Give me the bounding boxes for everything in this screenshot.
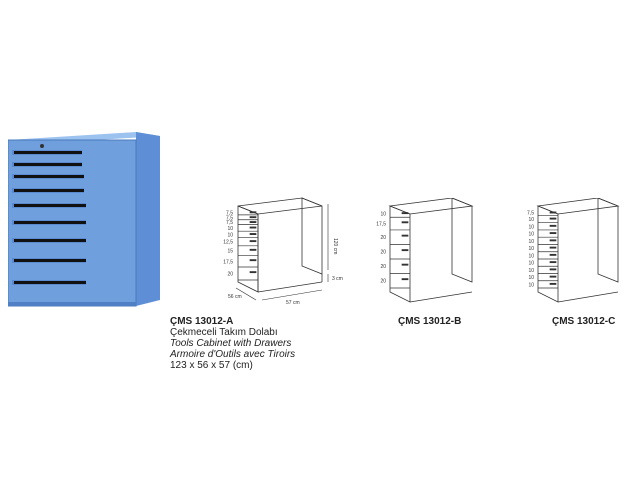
drawer-handle [549, 217, 557, 220]
drawer-handle [249, 271, 257, 274]
name-tr: Çekmeceli Takım Dolabı [170, 327, 278, 338]
drawer-height-label: 10 [227, 226, 233, 232]
drawer-handle [549, 282, 557, 285]
drawer-height-label: 17,5 [223, 259, 233, 265]
drawer-height-label: 7,5 [527, 211, 534, 217]
model-a-description: Çekmeceli Takım Dolabı Tools Cabinet wit… [170, 327, 295, 371]
name-fr: Armoire d'Outils avec Tiroirs [170, 349, 296, 360]
cabinet-photo [7, 130, 164, 308]
drawer-height-label: 20 [227, 271, 233, 277]
drawer-height-label: 7,5 [226, 210, 233, 216]
cabinet-a-plinth-label: 3 cm [332, 276, 343, 282]
drawer-handle [549, 246, 557, 249]
drawer-handle [401, 234, 409, 237]
drawer-handle [249, 248, 257, 251]
drawer-handle [401, 212, 409, 215]
drawer-height-label: 7,5 [226, 220, 233, 226]
drawer-handle [401, 278, 409, 281]
drawer-handle [249, 211, 257, 214]
drawer-height-label: 10 [528, 232, 534, 238]
drawer-handle [549, 224, 557, 227]
drawer-height-label: 12,5 [223, 240, 233, 246]
drawer-height-label: 17,5 [376, 222, 386, 228]
drawer-handle [249, 226, 257, 229]
drawer-handle [549, 211, 557, 214]
drawer-handle [249, 216, 257, 219]
drawer-handle [249, 233, 257, 235]
model-c-title: ÇMS 13012-C [552, 316, 616, 327]
drawer-height-label: 20 [380, 250, 386, 256]
drawer-height-label: 10 [528, 268, 534, 274]
model-b-title: ÇMS 13012-B [398, 316, 462, 327]
drawer-height-label: 10 [528, 261, 534, 267]
drawer-height-label: 7,5 [226, 215, 233, 221]
drawer-height-label: 15 [227, 249, 233, 255]
drawer-handle [249, 259, 257, 262]
drawer-handle [549, 261, 557, 264]
drawer-height-label: 10 [227, 232, 233, 238]
cabinet-a-width-label: 56 cm [228, 294, 242, 300]
drawer-height-label: 20 [380, 279, 386, 285]
drawer-handle [249, 240, 257, 243]
name-en: Tools Cabinet with Drawers [170, 338, 292, 349]
drawer-height-label: 10 [528, 253, 534, 259]
model-a-title: ÇMS 13012-A [170, 316, 234, 327]
size: 123 x 56 x 57 (cm) [170, 360, 253, 371]
cabinet-b-drawing: 10 17,5 20 20 20 20 [372, 197, 492, 306]
cabinet-photo-drawers [12, 150, 86, 285]
drawer-handle [549, 232, 557, 235]
drawer-handle [401, 221, 409, 224]
cabinet-a-depth-label: 57 cm [286, 300, 300, 306]
drawer-height-label: 10 [528, 282, 534, 288]
drawer-height-label: 10 [528, 275, 534, 281]
drawer-height-label: 10 [528, 224, 534, 230]
cabinet-a-height-label: 120 cm [332, 238, 338, 254]
drawer-handle [549, 268, 557, 271]
drawer-handle [549, 253, 557, 256]
drawer-handle [249, 221, 257, 224]
drawer-handle [549, 239, 557, 242]
drawer-height-label: 10 [528, 239, 534, 245]
drawer-height-label: 20 [380, 264, 386, 270]
drawer-height-label: 10 [380, 212, 386, 218]
drawer-height-label: 10 [528, 217, 534, 223]
cabinet-a-drawer-lines [238, 211, 258, 281]
drawer-handle [401, 249, 409, 252]
drawer-handle [549, 275, 557, 278]
drawer-handle [401, 263, 409, 266]
drawer-height-label: 10 [528, 246, 534, 252]
drawer-height-label: 20 [380, 235, 386, 241]
